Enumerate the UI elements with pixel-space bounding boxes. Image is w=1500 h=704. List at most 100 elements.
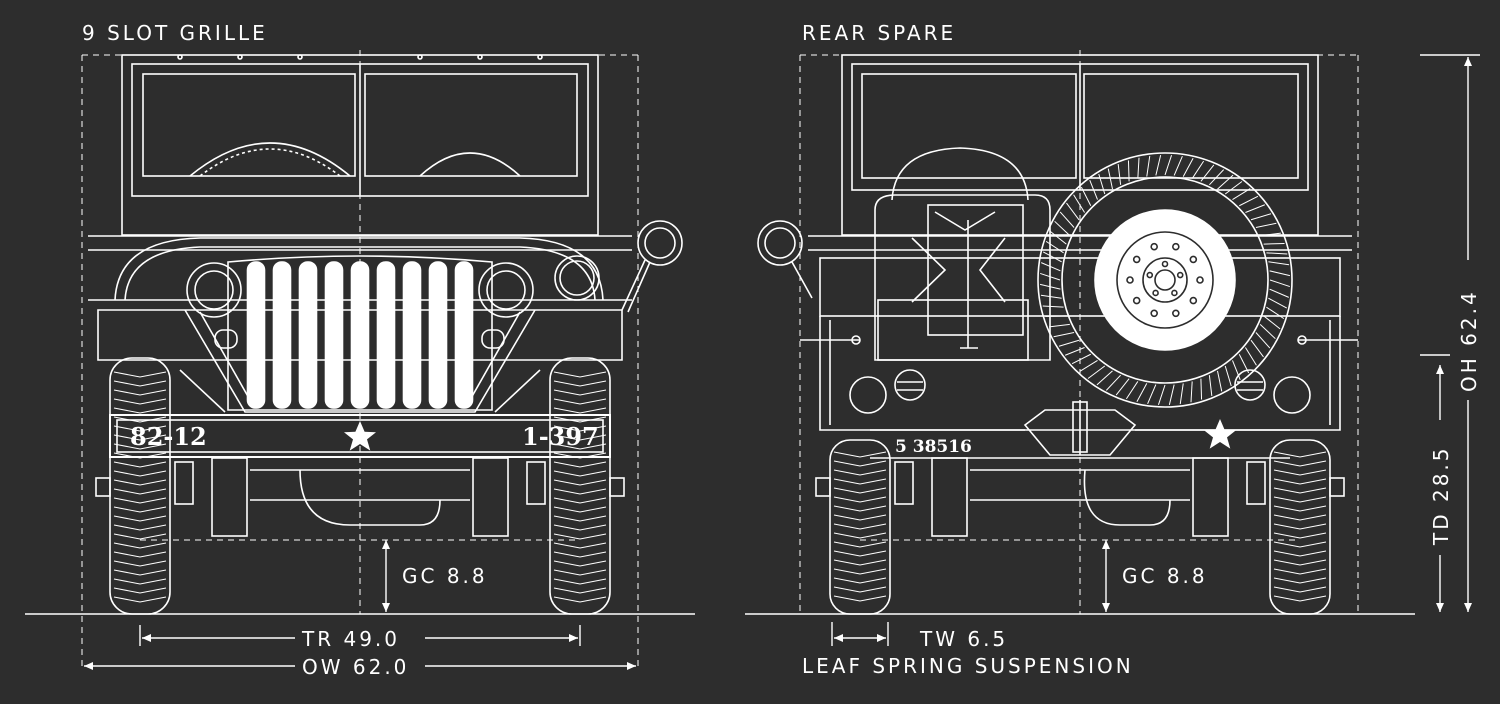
tire-tread-line	[113, 380, 167, 387]
spare-tread-line	[1269, 270, 1291, 277]
spare-tread-line	[1168, 384, 1175, 406]
spare-tread-line	[1045, 240, 1064, 254]
tire-tread-line	[553, 587, 607, 594]
tire-tread-line	[833, 541, 887, 548]
tire-tread-line	[833, 496, 887, 503]
spare-tread-line	[1268, 297, 1288, 309]
spare-tread-line	[1200, 164, 1215, 182]
spare-tread-line	[1049, 323, 1070, 328]
rear-view	[745, 50, 1480, 646]
tire-tread-line	[1273, 577, 1327, 584]
spare-tread-line	[1263, 242, 1285, 245]
tire-tread-line	[1273, 586, 1327, 593]
rear-serial-number: 5 38516	[895, 437, 972, 457]
spare-tread-line	[1232, 188, 1251, 200]
tire-tread-line	[553, 380, 607, 387]
spare-tread-line	[1147, 384, 1157, 404]
spare-tread-line	[1042, 251, 1062, 263]
front-view	[25, 50, 695, 670]
spare-tread-line	[1224, 181, 1243, 195]
spare-tread-line	[1190, 381, 1193, 403]
tire-tread-line	[1273, 568, 1327, 575]
grille-slot	[350, 261, 370, 409]
wheel-rivet	[1132, 255, 1141, 264]
tire-tread-line	[553, 416, 607, 423]
wheel-rivet	[1189, 296, 1198, 305]
grille-frame	[227, 255, 493, 411]
tire-tread-line	[113, 551, 167, 558]
front-plate-right: 1-397	[522, 422, 599, 451]
wheel-rivet	[1172, 242, 1180, 251]
front-view-title: 9 SLOT GRILLE	[82, 21, 268, 45]
front-body	[88, 220, 683, 413]
spare-tread-line	[1040, 272, 1061, 281]
tire-tread-line	[833, 586, 887, 593]
spare-tread-line	[1066, 202, 1080, 221]
spare-tread-line	[1089, 179, 1098, 200]
spare-tread-line	[1232, 360, 1241, 381]
spare-tread-line	[1182, 157, 1194, 177]
spare-tread-line	[1266, 252, 1288, 255]
tire-tread-line	[113, 407, 167, 414]
tire-tread-line	[833, 568, 887, 575]
tire-tread-line	[553, 497, 607, 504]
tire-tread-line	[833, 550, 887, 557]
spare-tread-line	[1260, 232, 1281, 237]
tire-tread-line	[553, 470, 607, 477]
tire-tread-line	[833, 532, 887, 539]
tread-height-label: TD 28.5	[1429, 445, 1453, 546]
overall-height-label: OH 62.4	[1457, 289, 1481, 392]
spare-tread-line	[1125, 381, 1139, 400]
spare-tread-line	[1259, 324, 1276, 340]
tire-tread-line	[113, 488, 167, 495]
spare-tread-line	[1209, 169, 1225, 186]
tire-tread-line	[833, 469, 887, 476]
grille-slot	[246, 261, 266, 409]
wheel-rivet	[1126, 276, 1134, 284]
spare-tread-line	[1255, 332, 1271, 349]
tire-tread-line	[113, 425, 167, 432]
tire-tread-line	[553, 524, 607, 531]
spare-tread-line	[1127, 160, 1130, 182]
spare-tread-line	[1146, 155, 1151, 177]
tire-tread-line	[553, 452, 607, 459]
tire-tread-line	[113, 452, 167, 459]
tire-tread-line	[833, 514, 887, 521]
star-icon	[1204, 419, 1236, 449]
spare-tread-line	[1058, 339, 1080, 347]
tire-tread-line	[113, 533, 167, 540]
spare-tread-line	[1217, 370, 1223, 392]
suspension-label: LEAF SPRING SUSPENSION	[802, 654, 1134, 678]
spare-tread-line	[1155, 154, 1162, 176]
tire-tread-line	[553, 533, 607, 540]
grille-slot	[324, 261, 344, 409]
tire-tread-line	[833, 559, 887, 566]
tire-tread-line	[113, 497, 167, 504]
tire-tread-line	[553, 461, 607, 468]
spare-tread-line	[1059, 211, 1075, 228]
tire-tread-line	[833, 523, 887, 530]
rear-axle	[815, 457, 1345, 537]
front-ground-clearance: GC 8.8	[402, 564, 488, 588]
tire-tread-line	[1273, 595, 1327, 602]
spare-tread-line	[1049, 230, 1067, 245]
tire-tread-line	[553, 425, 607, 432]
spare-tread-line	[1200, 378, 1203, 400]
front-headlights	[186, 255, 600, 349]
rear-view-title: REAR SPARE	[802, 21, 956, 45]
tire-tread-line	[833, 577, 887, 584]
spare-tread-line	[1173, 156, 1183, 176]
tire-tread-line	[833, 451, 887, 458]
tire-tread-line	[1273, 505, 1327, 512]
tire-tread-line	[553, 443, 607, 450]
spare-tread-line	[1268, 261, 1290, 266]
spare-tread-line	[1096, 370, 1113, 386]
star-icon	[344, 421, 376, 451]
front-overall-width: OW 62.0	[302, 655, 409, 679]
tire-tread-line	[113, 434, 167, 441]
tire-tread-line	[113, 578, 167, 585]
spare-tread-line	[1250, 339, 1264, 358]
spare-tread-line	[1250, 213, 1272, 221]
spare-tread-line	[1239, 195, 1259, 207]
